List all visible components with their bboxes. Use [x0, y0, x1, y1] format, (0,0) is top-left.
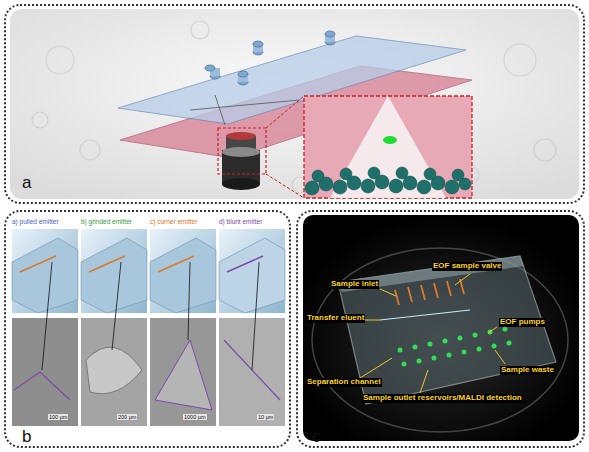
- chip-photo: [303, 215, 579, 441]
- panel-letter: c: [312, 428, 321, 445]
- emitter-label: c) corner emitter: [150, 218, 197, 225]
- scale-bar-label: 1000 µm: [183, 414, 207, 420]
- figure-panel: c: [296, 210, 585, 448]
- chip-label: EOF pumps: [499, 318, 546, 327]
- figure-panel: a: [4, 4, 585, 204]
- scale-bar-label: 100 µm: [48, 414, 68, 420]
- panel-letter: a: [22, 174, 31, 191]
- chip-label: Separation channel: [306, 378, 382, 387]
- emitter-label: a) pulled emitter: [12, 218, 59, 225]
- chip-label: EOF sample valve: [432, 262, 502, 271]
- chip-label: Sample outlet reservoirs/MALDI detection: [362, 394, 523, 403]
- microscope-illustration: [10, 9, 579, 199]
- chip-label: Transfer eluent: [306, 314, 365, 323]
- emitter-label: d) blunt emitter: [219, 218, 262, 225]
- emitter-images: [12, 229, 285, 426]
- figure-panel: b: [4, 210, 291, 448]
- scale-bar-label: 200 µm: [117, 414, 137, 420]
- chip-label: Sample waste: [500, 366, 555, 375]
- scale-bar-label: 10 µm: [257, 414, 274, 420]
- panel-letter: b: [22, 428, 31, 445]
- chip-label: Sample inlet: [330, 280, 379, 289]
- emitter-label: b) grinded emitter: [81, 218, 132, 225]
